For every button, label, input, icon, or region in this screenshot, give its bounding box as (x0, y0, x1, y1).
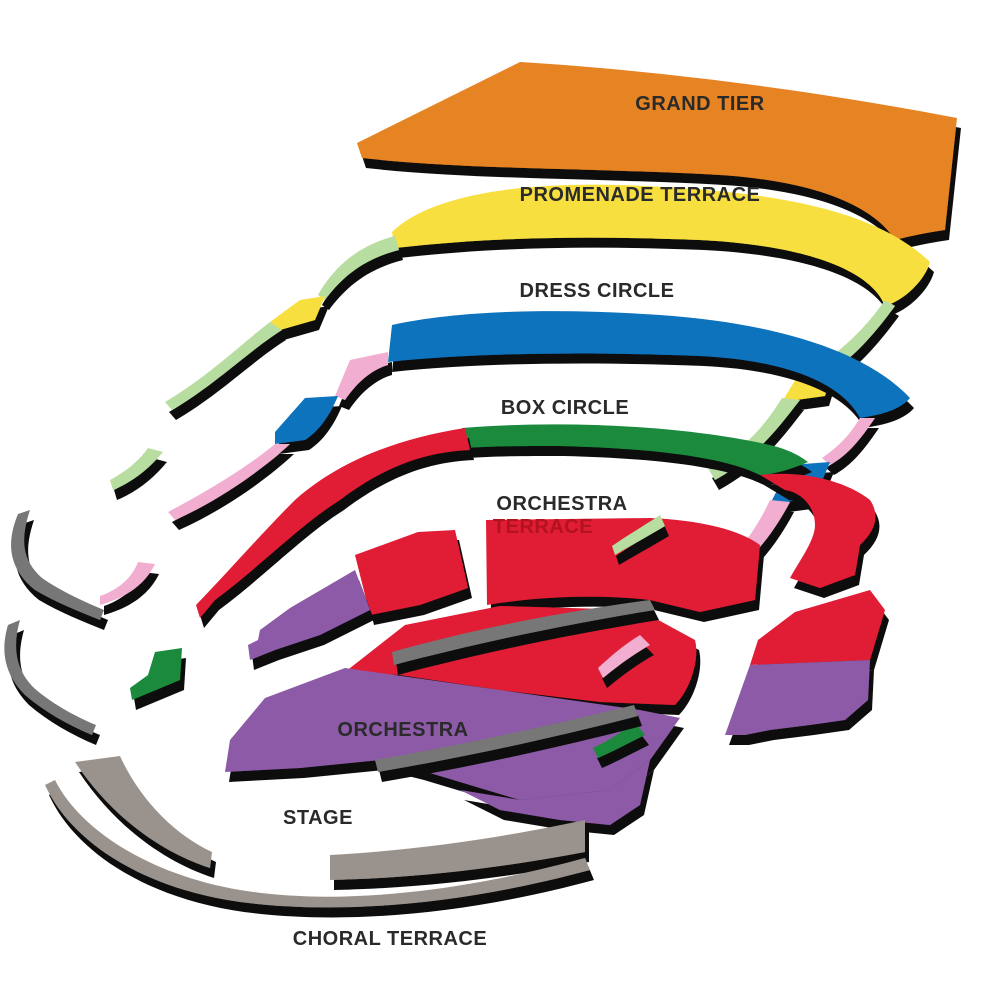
promenade-left-yellow (270, 296, 325, 330)
promenade-left-green-lower (165, 322, 282, 410)
promenade-terrace-shape (392, 184, 930, 306)
box-fragment-right[interactable] (593, 722, 645, 758)
orchestra-terrace-center (486, 518, 760, 612)
grand-tier-shape (357, 62, 957, 240)
orchestra-main (225, 668, 680, 800)
promenade-left-fragment (110, 448, 163, 490)
section-choral-terrace[interactable] (45, 756, 590, 908)
orchestra-left-wing (248, 570, 370, 660)
section-orchestra-terrace[interactable] (196, 428, 885, 705)
orchestra-terrace-side-right (750, 590, 885, 665)
label-orchestra-terrace-line2: TERRACE (493, 516, 593, 538)
label-box-circle: BOX CIRCLE (501, 397, 629, 419)
label-promenade-terrace: PROMENADE TERRACE (520, 184, 761, 206)
orchestra-terrace-right (760, 473, 876, 588)
orchestra-right-wing (725, 660, 870, 735)
section-orchestra[interactable] (225, 570, 870, 825)
choral-terrace-outer (45, 780, 590, 908)
section-box-circle[interactable] (462, 424, 808, 475)
rail-left-upper (11, 510, 104, 620)
box-circle-shape (462, 424, 808, 475)
box-fragments (130, 515, 665, 758)
label-orchestra-terrace-line1: ORCHESTRA (496, 493, 627, 515)
dress-left-pink-lower (168, 444, 290, 520)
orchestra-front-right (460, 760, 650, 825)
box-fragment-left[interactable] (130, 648, 182, 700)
label-stage: STAGE (283, 807, 353, 829)
dress-right-pink (822, 418, 875, 465)
dress-left-blue (275, 396, 338, 444)
pink-fragment-center[interactable] (598, 635, 650, 678)
label-orchestra: ORCHESTRA (337, 719, 468, 741)
label-grand-tier: GRAND TIER (635, 93, 765, 115)
orchestra-terrace-main (196, 428, 470, 618)
rail-orchestra-terrace (392, 600, 655, 665)
label-choral-terrace: CHORAL TERRACE (293, 928, 487, 950)
dress-left-fragment (100, 562, 155, 605)
section-grand-tier[interactable] (357, 62, 957, 240)
rail-orchestra (375, 705, 638, 772)
rail-left-lower (4, 620, 97, 735)
stage-right-block (330, 820, 585, 880)
dress-circle-shape (388, 311, 910, 418)
stage-left-block (75, 756, 212, 868)
orchestra-terrace-left-block (355, 530, 468, 615)
promenade-left-band (318, 236, 399, 300)
orchestra-terrace-front (345, 606, 697, 705)
rails (4, 510, 655, 772)
box-fragment-center[interactable] (612, 515, 665, 555)
label-dress-circle: DRESS CIRCLE (520, 280, 675, 302)
dress-left-pink (335, 352, 388, 400)
